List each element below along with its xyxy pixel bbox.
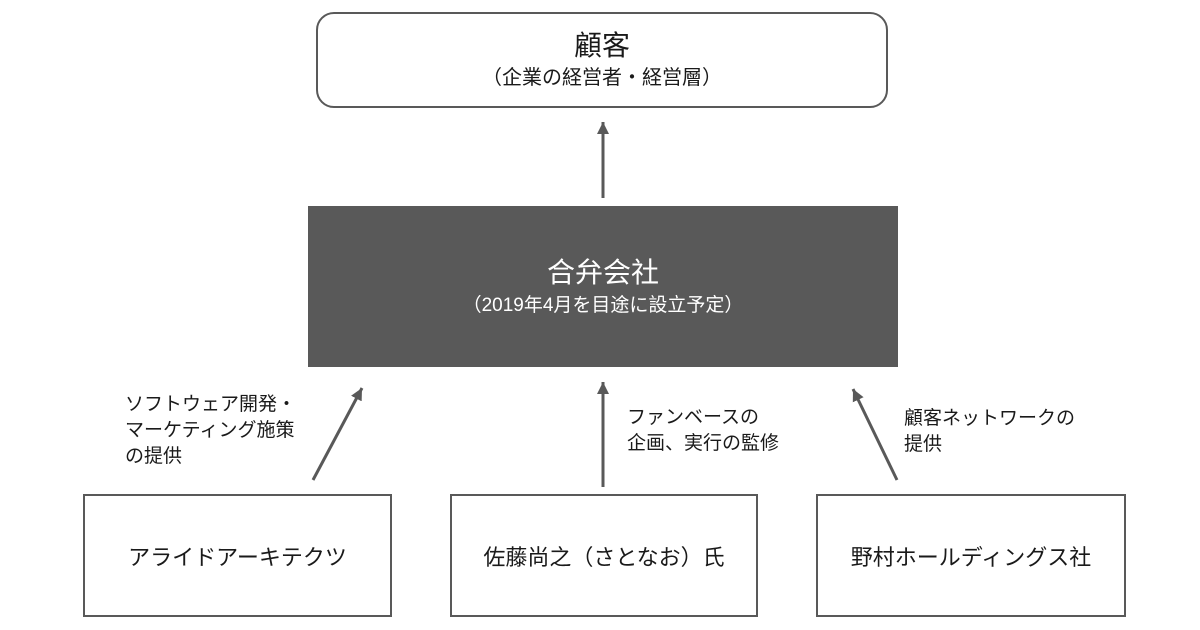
customer-box: 顧客 （企業の経営者・経営層） (316, 12, 888, 108)
partner-box-sato-name: 佐藤尚之（さとなお）氏 (483, 544, 725, 570)
joint-venture-box-title: 合弁会社 (546, 256, 659, 288)
contribution-label-allied: ソフトウェア開発・ マーケティング施策 の提供 (125, 394, 297, 467)
arrow-nomura-to-jv (851, 388, 899, 481)
partner-box-nomura-name: 野村ホールディングス社 (850, 544, 1092, 570)
partner-box-nomura: 野村ホールディングス社 (816, 494, 1126, 617)
partner-box-allied: アライドアーキテクツ (83, 494, 392, 617)
customer-box-title: 顧客 (573, 30, 630, 61)
partner-box-allied-name: アライドアーキテクツ (128, 544, 347, 570)
arrow-allied-to-jv (311, 387, 364, 481)
contribution-label-sato: ファンベースの 企画、実行の監修 (627, 407, 780, 454)
contribution-label-nomura: 顧客ネットワークの 提供 (904, 408, 1076, 455)
customer-box-subtitle: （企業の経営者・経営層） (482, 67, 722, 89)
joint-venture-box: 合弁会社 （2019年4月を目途に設立予定） (308, 206, 898, 367)
joint-venture-box-subtitle: （2019年4月を目途に設立予定） (462, 294, 744, 316)
partner-box-sato: 佐藤尚之（さとなお）氏 (450, 494, 758, 617)
